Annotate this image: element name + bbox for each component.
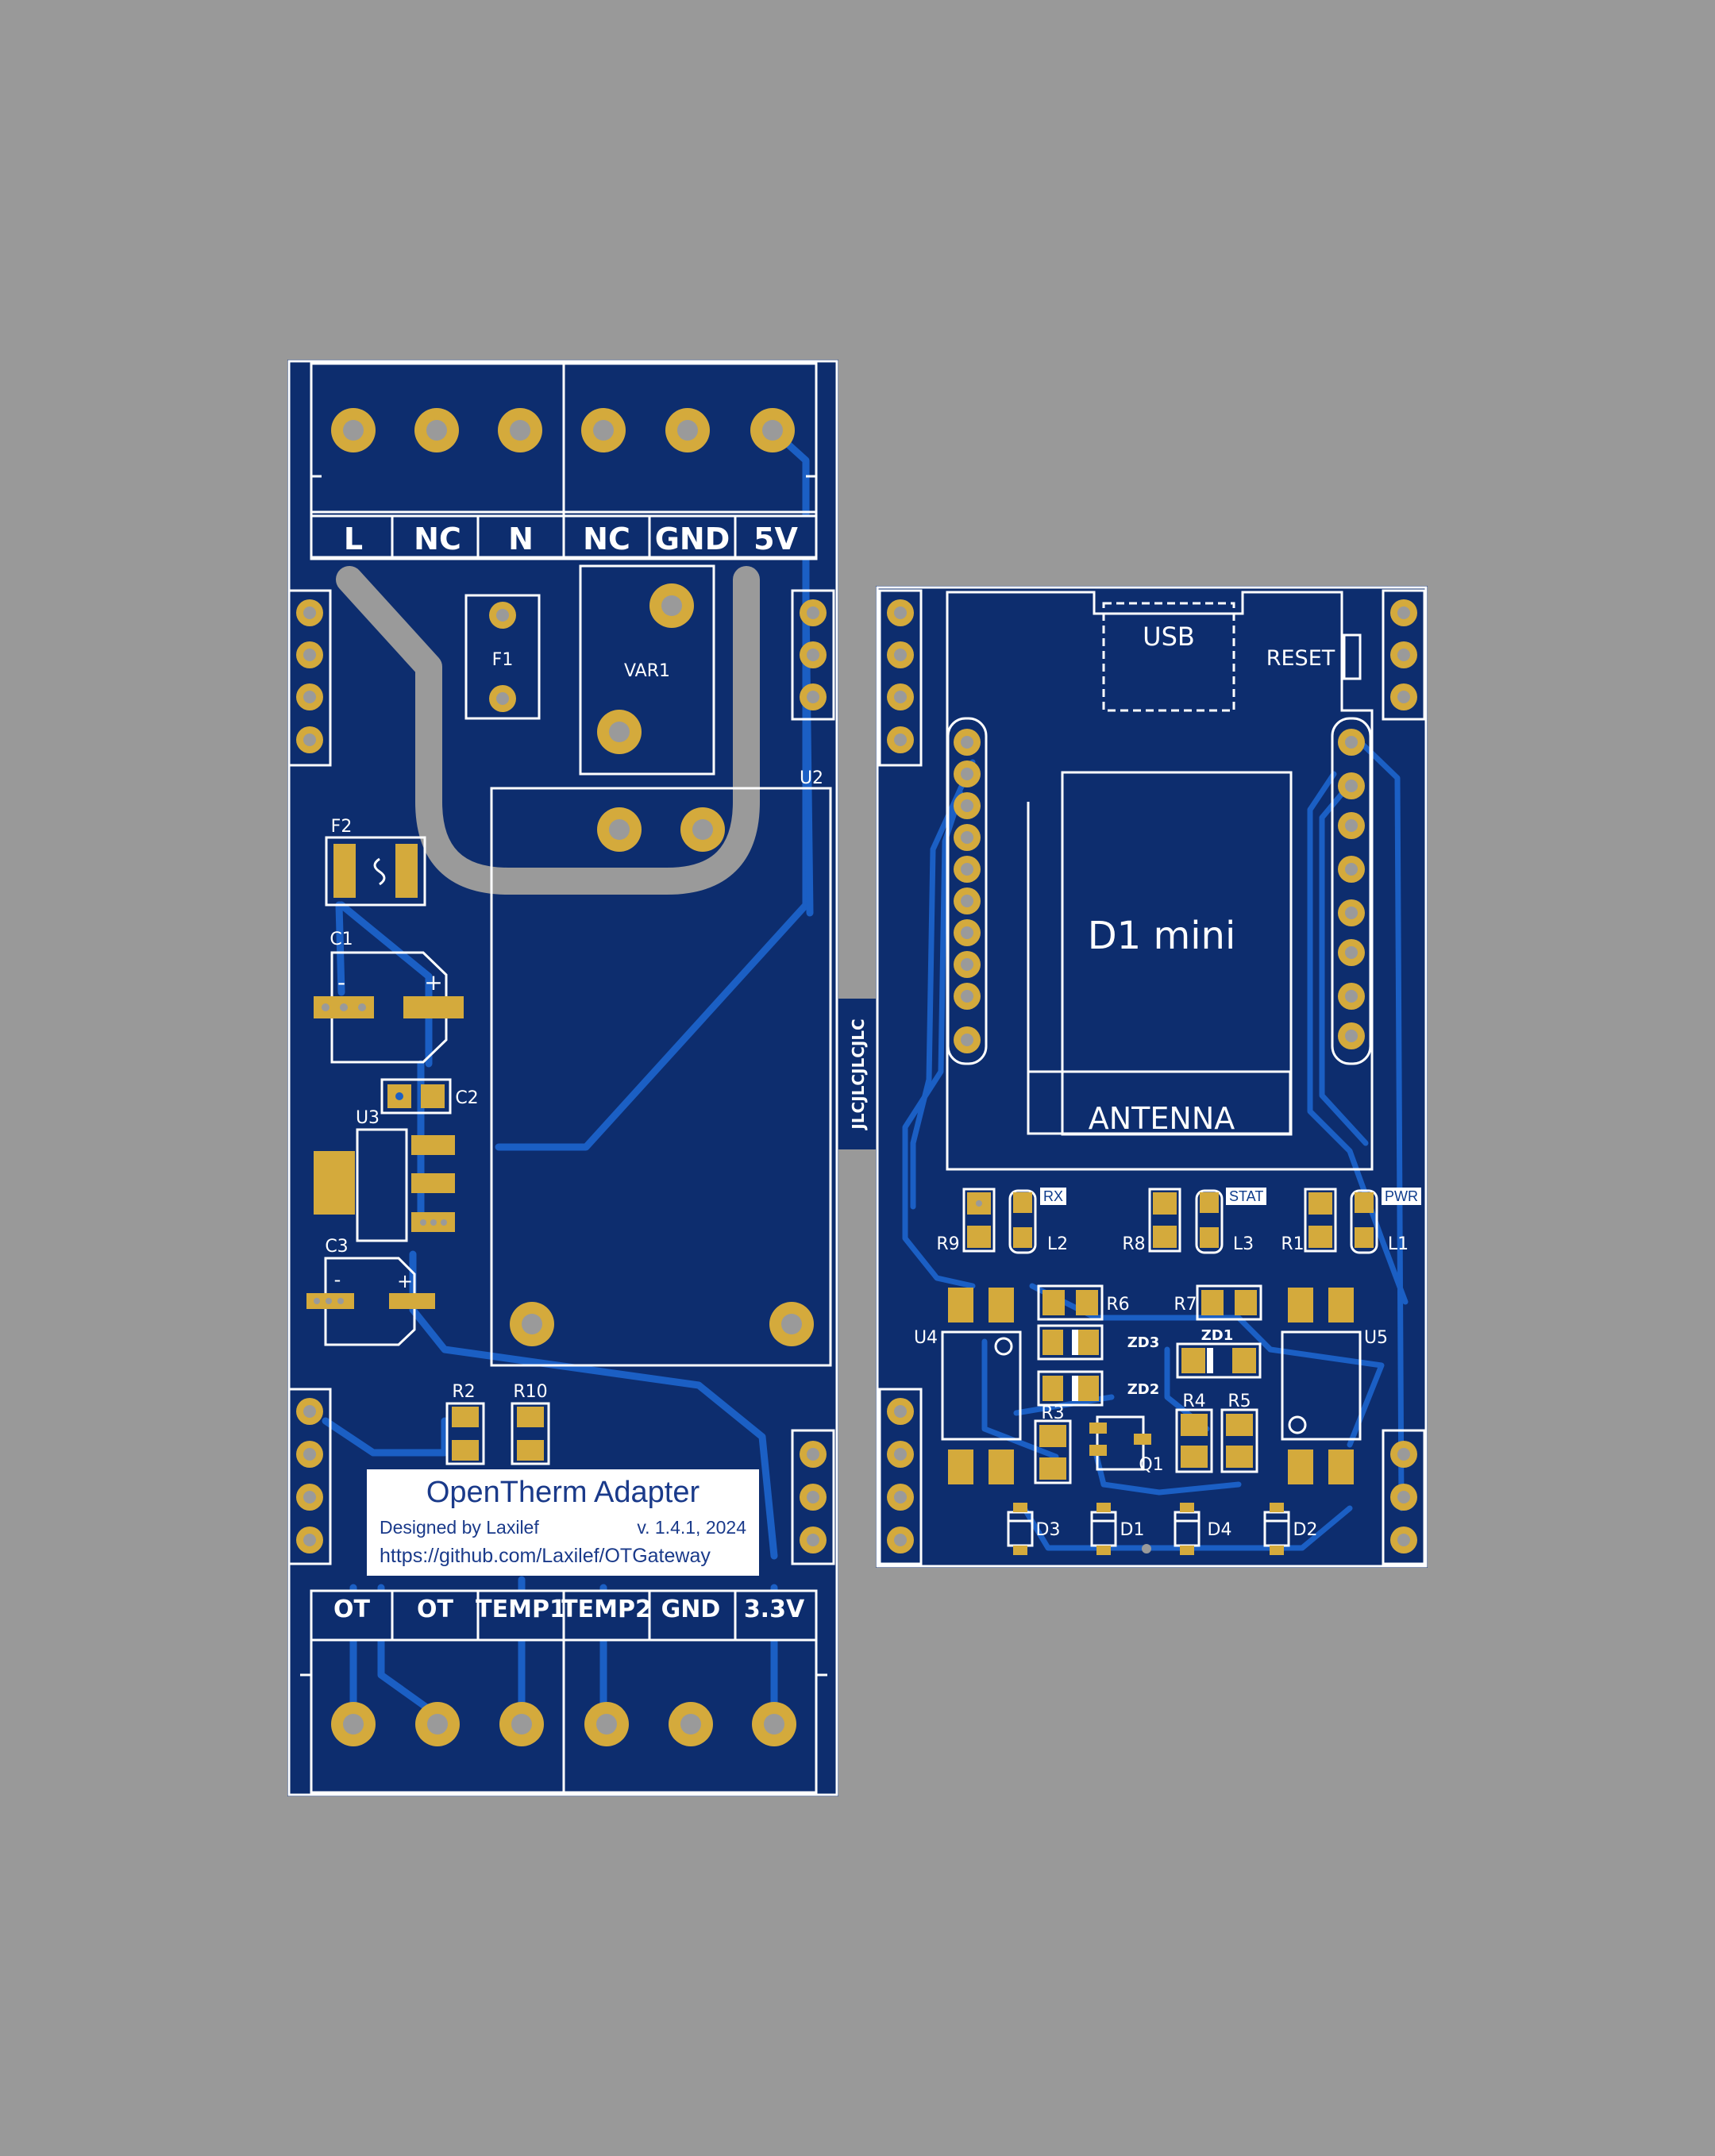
d3-label: D3 <box>1036 1520 1061 1540</box>
r1-label: R1 <box>1281 1234 1304 1254</box>
f2-label: F2 <box>331 817 353 837</box>
c3-minus: - <box>334 1269 341 1291</box>
terminal-label-3v3: 3.3V <box>744 1596 805 1623</box>
terminal-label-l: L <box>344 522 363 556</box>
f2-outline <box>325 836 426 907</box>
r9-label: R9 <box>936 1234 959 1254</box>
f1-outline <box>464 594 541 720</box>
r4-label: R4 <box>1182 1392 1205 1411</box>
r7-label: R7 <box>1174 1295 1197 1315</box>
led-rx-label: RX <box>1040 1188 1067 1205</box>
bridge-text: JLCJLCJLCJLC <box>849 1018 868 1130</box>
esp-shield <box>1061 771 1293 1136</box>
c1-label: C1 <box>330 930 353 949</box>
u2-outline <box>490 787 832 1367</box>
terminal-label-gnd: GND <box>655 522 730 556</box>
led-row <box>962 1188 1378 1254</box>
u2-label: U2 <box>800 768 823 788</box>
d1-right-header <box>1331 717 1372 1065</box>
terminal-label-nc1: NC <box>414 522 461 556</box>
zd2-label: ZD2 <box>1127 1381 1160 1398</box>
c1-outline <box>330 951 448 1064</box>
terminal-label-ot2: OT <box>417 1596 454 1623</box>
l3-label: L3 <box>1233 1234 1254 1254</box>
terminal-label-temp1: TEMP1 <box>476 1596 566 1623</box>
terminal-label-ot1: OT <box>333 1596 371 1623</box>
q1-label: Q1 <box>1139 1455 1163 1475</box>
r2-label: R2 <box>452 1382 475 1402</box>
r6-label: R6 <box>1106 1295 1129 1315</box>
right-board-headers <box>878 589 1426 1565</box>
c3-plus: + <box>397 1270 413 1292</box>
d4-label: D4 <box>1208 1520 1232 1540</box>
reset-button-outline <box>1343 633 1362 680</box>
u3-label: U3 <box>356 1108 380 1128</box>
zd3-label: ZD3 <box>1127 1334 1160 1351</box>
left-board: L NC N NC GND 5V F1 VAR1 U2 <box>287 360 838 1796</box>
d1-label: D1 <box>1120 1520 1145 1540</box>
c3-label: C3 <box>325 1237 348 1257</box>
c1-plus: + <box>424 969 442 995</box>
u4-label: U4 <box>914 1328 938 1348</box>
led-stat-label: STAT <box>1226 1188 1267 1205</box>
board-url: https://github.com/Laxilef/OTGateway <box>380 1545 711 1567</box>
top-terminal-block <box>310 362 818 560</box>
usb-outline <box>1102 602 1235 712</box>
c2-label: C2 <box>455 1088 478 1108</box>
u5-outline <box>1281 1330 1362 1441</box>
d1-mini-outline <box>946 591 1374 1171</box>
r8-label: R8 <box>1122 1234 1145 1254</box>
var1-label: VAR1 <box>624 661 670 681</box>
c3-outline <box>324 1257 416 1346</box>
isolation-slot <box>336 566 760 895</box>
terminal-label-gnd-bottom: GND <box>661 1596 721 1623</box>
l2-label: L2 <box>1047 1234 1068 1254</box>
terminal-label-5v: 5V <box>753 522 798 556</box>
info-label-box: OpenTherm Adapter Designed by Laxilef v.… <box>367 1469 759 1576</box>
r10-outline <box>511 1402 550 1465</box>
board-author: Designed by Laxilef <box>380 1517 539 1538</box>
antenna-label: ANTENNA <box>1089 1101 1235 1136</box>
l1-label: L1 <box>1388 1234 1409 1254</box>
panel-bridge: JLCJLCJLCJLC <box>838 999 877 1149</box>
terminal-label-n: N <box>508 522 534 556</box>
c1-minus: - <box>337 969 345 995</box>
diode-row <box>1007 1503 1290 1555</box>
u5-label: U5 <box>1364 1328 1388 1348</box>
zd1-label: ZD1 <box>1201 1327 1234 1344</box>
usb-label: USB <box>1143 622 1195 652</box>
r5-label: R5 <box>1227 1392 1251 1411</box>
c2-outline <box>380 1078 452 1115</box>
r10-label: R10 <box>513 1382 547 1402</box>
r2-outline <box>445 1402 485 1465</box>
terminal-label-nc2: NC <box>583 522 630 556</box>
board-title: OpenTherm Adapter <box>426 1476 700 1509</box>
board-version: v. 1.4.1, 2024 <box>637 1517 746 1538</box>
var1-outline <box>579 564 715 776</box>
reset-label: RESET <box>1266 646 1335 671</box>
terminal-label-temp2: TEMP2 <box>561 1596 652 1623</box>
led-pwr-label: PWR <box>1382 1188 1421 1205</box>
d1-left-header <box>946 717 988 1065</box>
u4-outline <box>941 1330 1022 1441</box>
right-board: USB RESET D1 mini ANTENNA <box>876 586 1428 1568</box>
d2-label: D2 <box>1293 1520 1318 1540</box>
d1-mini-label: D1 mini <box>1088 914 1236 958</box>
left-board-headers <box>287 589 835 1565</box>
antenna-outline <box>1027 1070 1292 1135</box>
u3-outline <box>356 1128 408 1242</box>
f1-label: F1 <box>492 650 514 670</box>
